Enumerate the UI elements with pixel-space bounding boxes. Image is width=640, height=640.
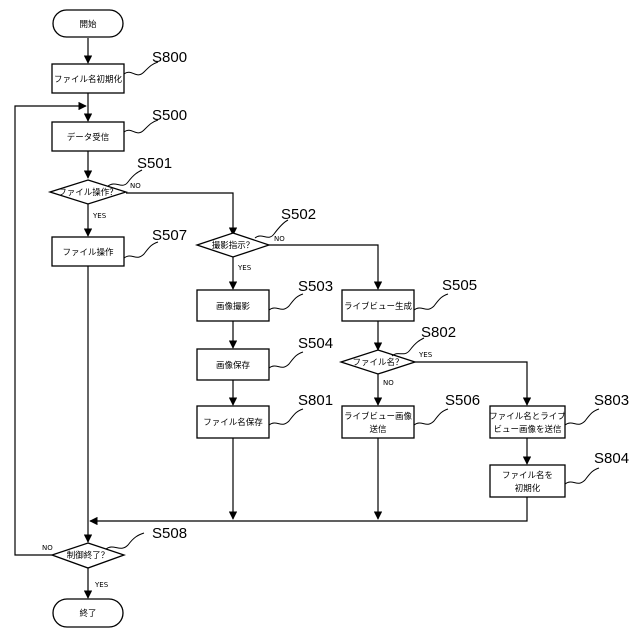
node-end: 終了 — [53, 599, 123, 627]
node-save-image-label: 画像保存 — [216, 360, 251, 371]
step-s505-label: S505 — [442, 277, 477, 294]
step-s502: S502 — [255, 206, 316, 238]
node-file-op-decision-label: ファイル操作？ — [58, 187, 118, 198]
node-reinit-filename-line1: ファイル名を — [502, 470, 553, 481]
step-s801: S801 — [269, 392, 333, 425]
branch-label-fileop-yes: YES — [92, 212, 107, 220]
step-s501-label: S501 — [137, 155, 172, 172]
node-start-label: 開始 — [79, 19, 97, 30]
node-reinit-filename: ファイル名を 初期化 — [490, 465, 565, 497]
step-s503-label: S503 — [298, 278, 333, 295]
node-shoot-decision-label: 撮影指示？ — [212, 240, 255, 251]
branch-label-shoot-no: NO — [274, 235, 285, 243]
node-file-op-decision: ファイル操作？ — [50, 180, 126, 204]
node-liveview-gen-label: ライブビュー生成 — [344, 301, 413, 312]
node-filename-decision-label: ファイル名？ — [352, 357, 403, 368]
step-s800-label: S800 — [152, 49, 187, 66]
step-s504-label: S504 — [298, 335, 333, 352]
branch-label-shoot-yes: YES — [237, 264, 252, 272]
node-send-filename-liveview-line1: ファイル名とライブ — [489, 411, 566, 422]
step-s506: S506 — [414, 392, 480, 425]
step-s802-label: S802 — [421, 324, 456, 341]
node-liveview-gen: ライブビュー生成 — [342, 290, 414, 321]
branch-label-filename-no: NO — [383, 379, 394, 387]
node-save-image: 画像保存 — [197, 349, 269, 380]
node-send-filename-liveview: ファイル名とライブ ビュー画像を送信 — [489, 406, 566, 438]
node-init-filename-label: ファイル名初期化 — [54, 74, 123, 85]
edge-end-q-no-loop — [15, 106, 86, 555]
step-s804-label: S804 — [594, 450, 629, 467]
step-s507: S507 — [124, 227, 187, 258]
step-s803-label: S803 — [594, 392, 629, 409]
node-start: 開始 — [53, 10, 123, 37]
step-s801-label: S801 — [298, 392, 333, 409]
branch-label-filename-yes: YES — [418, 351, 433, 359]
edge-merge-line — [90, 497, 527, 521]
step-s503: S503 — [269, 278, 333, 310]
branch-label-end-yes: YES — [94, 581, 109, 589]
node-reinit-filename-line2: 初期化 — [515, 483, 541, 494]
step-s800: S800 — [124, 49, 187, 75]
step-s506-label: S506 — [445, 392, 480, 409]
node-init-filename: ファイル名初期化 — [52, 64, 124, 93]
node-capture: 画像撮影 — [197, 290, 269, 321]
step-s508-label: S508 — [152, 525, 187, 542]
node-save-filename-label: ファイル名保存 — [203, 417, 263, 428]
node-send-liveview: ライブビュー画像 送信 — [342, 406, 414, 438]
branch-label-fileop-no: NO — [130, 182, 141, 190]
step-s500: S500 — [124, 107, 187, 133]
node-receive-data-label: データ受信 — [67, 132, 110, 143]
step-s500-label: S500 — [152, 107, 187, 124]
branch-label-end-no: NO — [42, 544, 53, 552]
node-send-filename-liveview-line2: ビュー画像を送信 — [493, 424, 562, 435]
step-s507-label: S507 — [152, 227, 187, 244]
node-save-filename: ファイル名保存 — [197, 406, 269, 438]
step-s803: S803 — [565, 392, 629, 425]
node-file-op: ファイル操作 — [52, 237, 124, 266]
node-send-liveview-line1: ライブビュー画像 — [344, 411, 413, 422]
node-end-label: 終了 — [79, 608, 96, 619]
step-s508: S508 — [106, 525, 187, 549]
node-file-op-label: ファイル操作 — [62, 247, 114, 258]
step-s504: S504 — [269, 335, 333, 368]
step-s505: S505 — [414, 277, 477, 310]
node-send-liveview-line2: 送信 — [369, 424, 387, 435]
step-s502-label: S502 — [281, 206, 316, 223]
step-s804: S804 — [565, 450, 629, 484]
node-receive-data: データ受信 — [52, 122, 124, 151]
node-capture-label: 画像撮影 — [216, 301, 251, 312]
node-end-decision-label: 制御終了？ — [67, 550, 110, 561]
